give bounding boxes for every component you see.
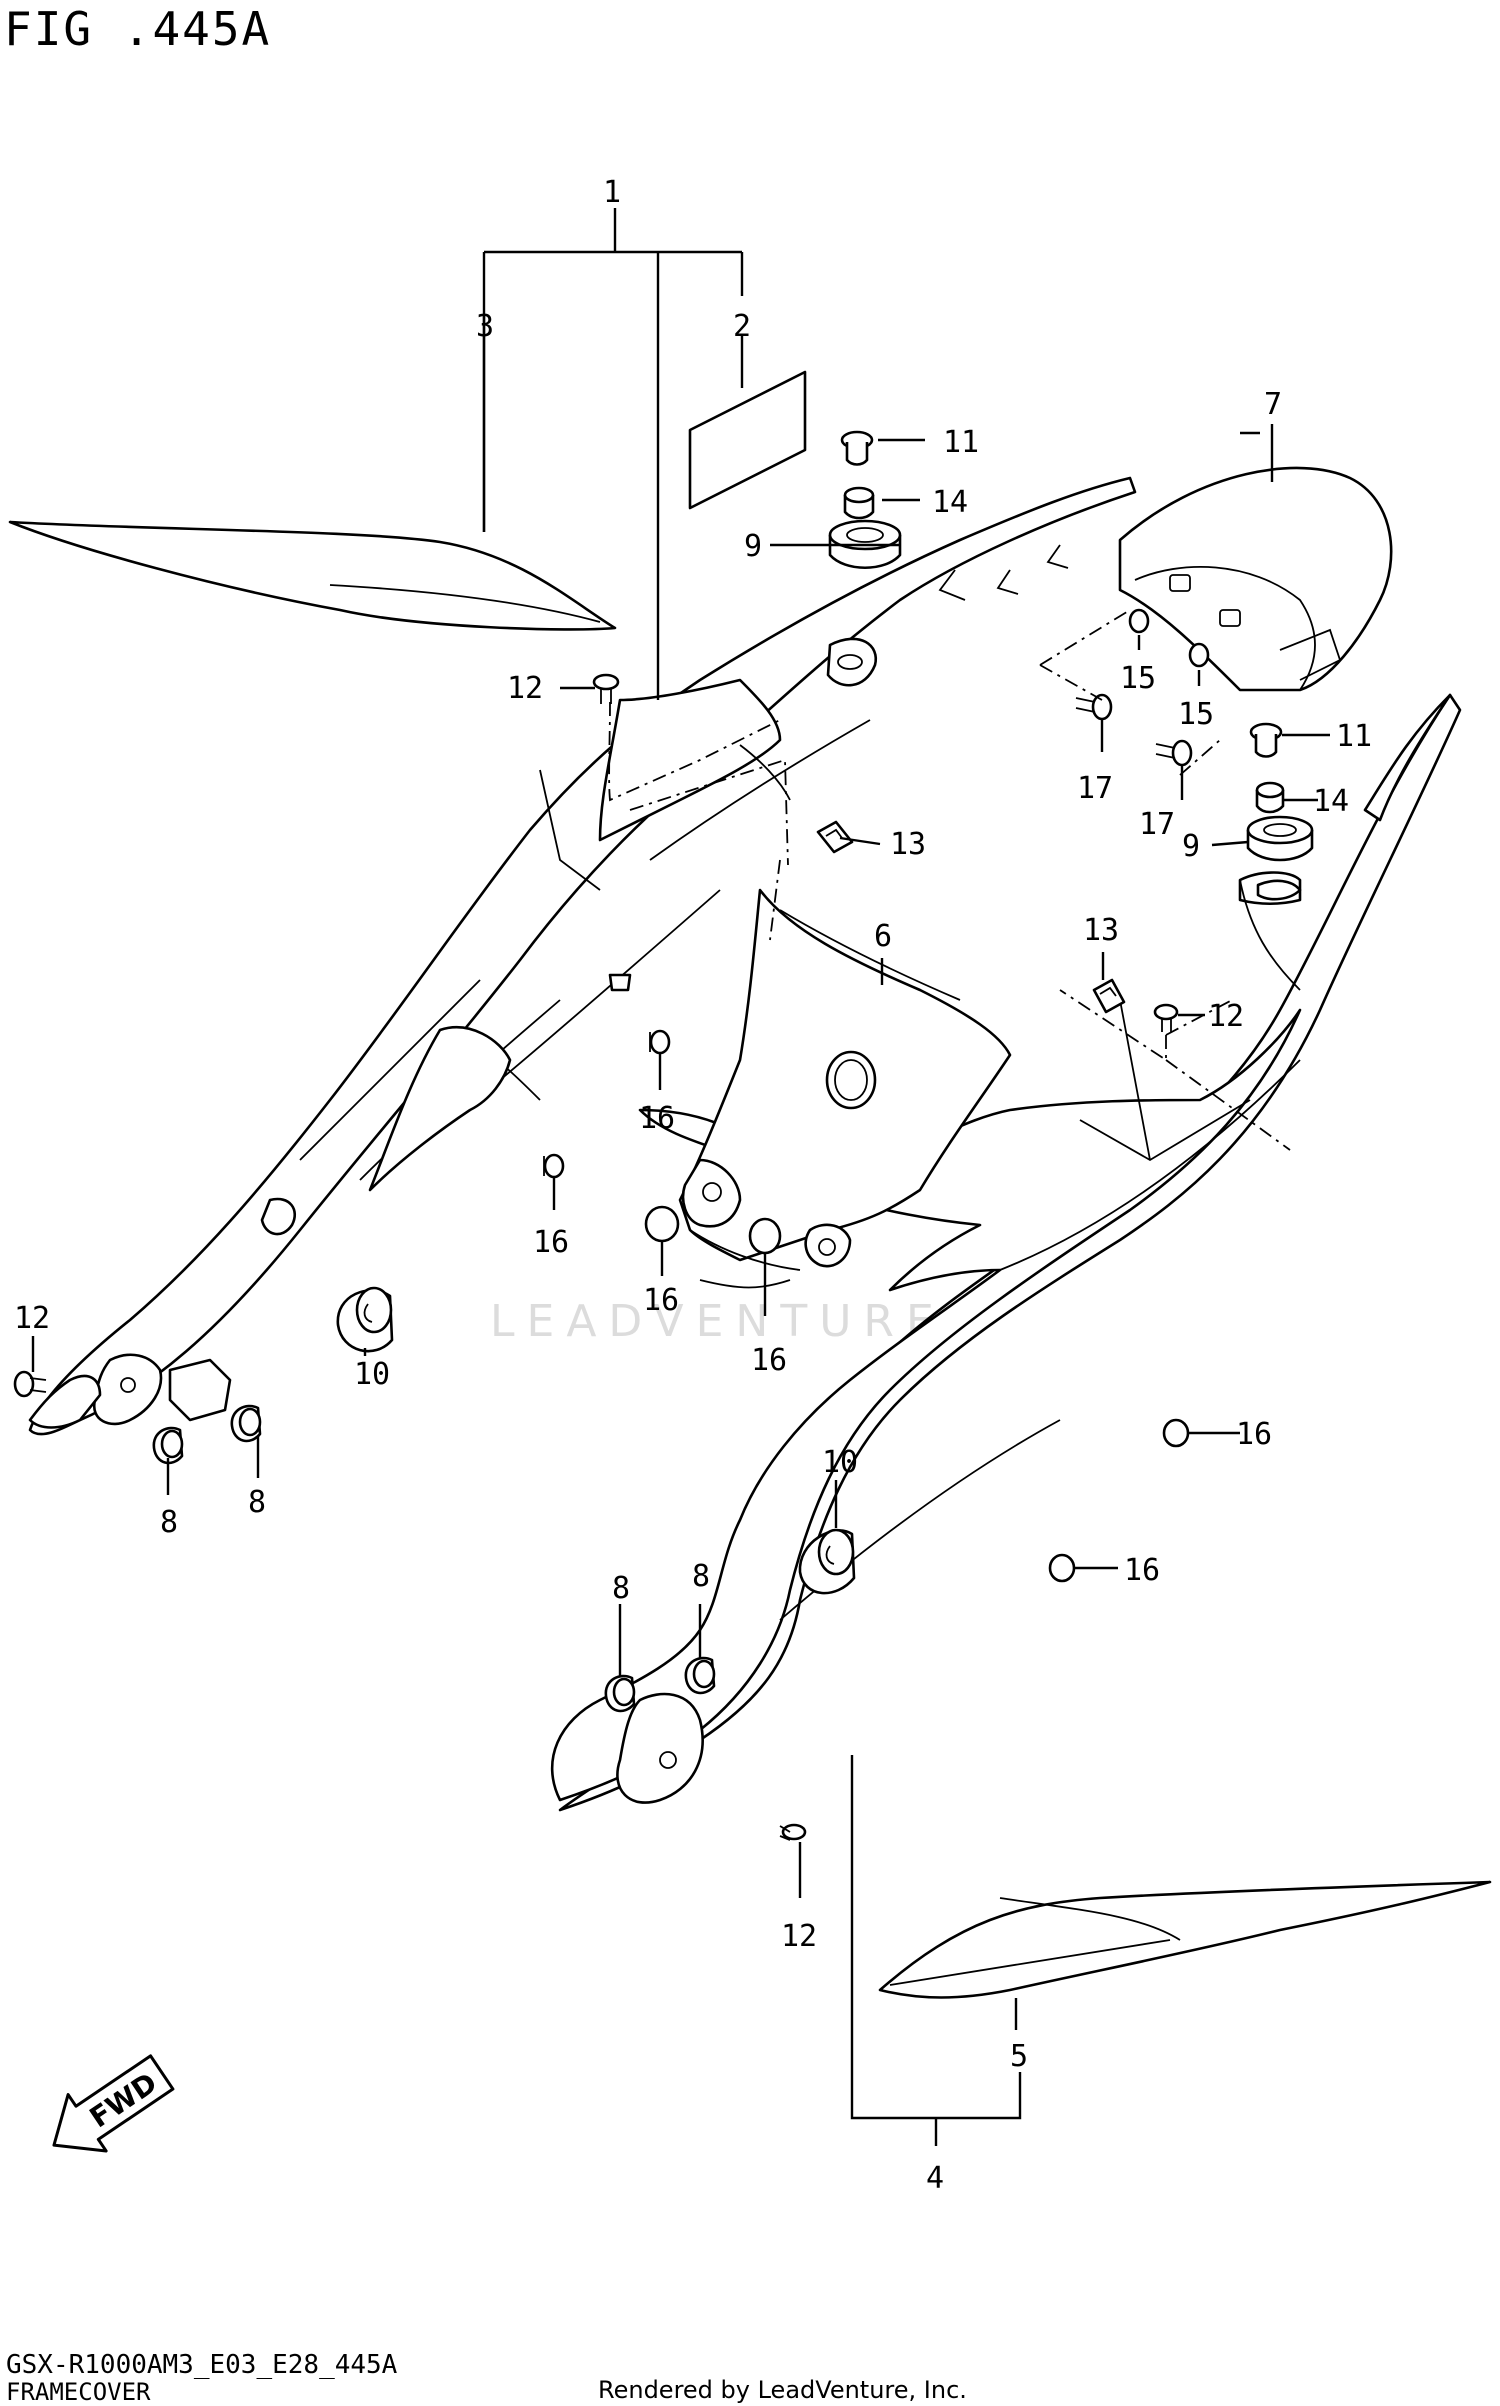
- part-5-right-side-cover-strip: [878, 1880, 1492, 1999]
- part-10-grommet-a: [336, 1286, 394, 1353]
- part-16-rivet-b: [543, 1153, 565, 1179]
- callout-8-c: 8: [612, 1571, 630, 1606]
- callout-8-b: 8: [248, 1485, 266, 1520]
- callout-17-a: 17: [1077, 771, 1113, 806]
- callout-14-b: 14: [1313, 784, 1349, 819]
- render-credit: Rendered by LeadVenture, Inc.: [598, 2376, 967, 2404]
- section-name: FRAMECOVER: [6, 2378, 151, 2406]
- callout-7: 7: [1264, 387, 1282, 422]
- callout-labels: 1 2 3 4 5 6 7 8 8 8 8 9 9 10 10 11 11 12…: [14, 175, 1372, 2196]
- forward-arrow-icon: FWD: [52, 2054, 175, 2153]
- part-16-rivet-f: [1048, 1553, 1076, 1583]
- part-11-screw-upper: [840, 430, 874, 466]
- part-3-left-side-cover-strip: [8, 520, 617, 631]
- part-4-right-frame-cover: [550, 693, 1462, 1812]
- part-17-screw-a: [1075, 693, 1113, 721]
- part-9-grommet-lower: [1246, 815, 1314, 862]
- callout-9-b: 9: [1182, 829, 1200, 864]
- callout-16-d: 16: [751, 1343, 787, 1378]
- part-12-screw-a: [592, 673, 620, 704]
- callout-13-b: 13: [1083, 913, 1119, 948]
- callout-6: 6: [874, 919, 892, 954]
- part-15-plug-b: [1188, 642, 1210, 668]
- callout-10-b: 10: [822, 1445, 858, 1480]
- part-1-left-frame-cover: [28, 476, 1137, 1436]
- callout-15-a: 15: [1120, 661, 1156, 696]
- callout-15-b: 15: [1178, 697, 1214, 732]
- part-13-clip-a: [816, 820, 854, 854]
- watermark: LEADVENTURE: [490, 1296, 946, 1347]
- part-9-grommet-upper: [828, 519, 902, 570]
- part-12-screw-d: [779, 1823, 807, 1841]
- callout-12-c: 12: [14, 1301, 50, 1336]
- callout-12-d: 12: [781, 1919, 817, 1954]
- part-7-tail-cowl: [1118, 466, 1393, 692]
- callout-12-a: 12: [507, 671, 543, 706]
- part-12-screw-b: [1153, 1003, 1179, 1032]
- callout-3: 3: [476, 309, 494, 344]
- callout-16-f: 16: [1124, 1553, 1160, 1588]
- part-16-rivet-e: [1162, 1418, 1190, 1448]
- callout-17-b: 17: [1139, 807, 1175, 842]
- hardware-items: [13, 430, 1314, 1841]
- part-13-clip-b: [1092, 978, 1126, 1014]
- part-16-rivet-d: [748, 1217, 782, 1255]
- part-6-center-fender-panel: [678, 888, 1012, 1289]
- part-8-grommet-a: [152, 1426, 184, 1465]
- callout-12-b: 12: [1208, 999, 1244, 1034]
- part-8-grommet-c: [604, 1674, 636, 1713]
- callout-8-a: 8: [160, 1505, 178, 1540]
- callout-4: 4: [926, 2161, 944, 2196]
- part-17-screw-b: [1155, 739, 1193, 767]
- figure-title: FIG .445A: [4, 2, 272, 56]
- callout-5: 5: [1010, 2039, 1028, 2074]
- callout-9-a: 9: [744, 529, 762, 564]
- part-11-screw-lower: [1249, 722, 1283, 758]
- part-2-decal: [688, 370, 807, 510]
- callout-11-b: 11: [1336, 719, 1372, 754]
- part-12-screw-c: [13, 1370, 47, 1398]
- callout-16-e: 16: [1236, 1417, 1272, 1452]
- model-code: GSX-R1000AM3_E03_E28_445A: [6, 2350, 398, 2380]
- callout-14-a: 14: [932, 485, 968, 520]
- part-10-grommet-b: [798, 1528, 856, 1595]
- part-8-grommet-d: [684, 1656, 716, 1695]
- callout-16-a: 16: [639, 1101, 675, 1136]
- callout-13-a: 13: [890, 827, 926, 862]
- part-14-collar-lower: [1255, 781, 1285, 814]
- callout-2: 2: [733, 309, 751, 344]
- part-16-rivet-c: [644, 1205, 680, 1243]
- part-16-rivet-a: [649, 1029, 671, 1055]
- callout-11-a: 11: [943, 425, 979, 460]
- callout-16-b: 16: [533, 1225, 569, 1260]
- part-14-collar-upper: [843, 486, 875, 520]
- part-15-plug-a: [1128, 608, 1150, 634]
- callout-1: 1: [603, 175, 621, 210]
- callout-16-c: 16: [643, 1283, 679, 1318]
- callout-8-d: 8: [692, 1559, 710, 1594]
- callout-10-a: 10: [354, 1357, 390, 1392]
- leader-lines: [31, 208, 1330, 2146]
- part-8-grommet-b: [230, 1404, 262, 1443]
